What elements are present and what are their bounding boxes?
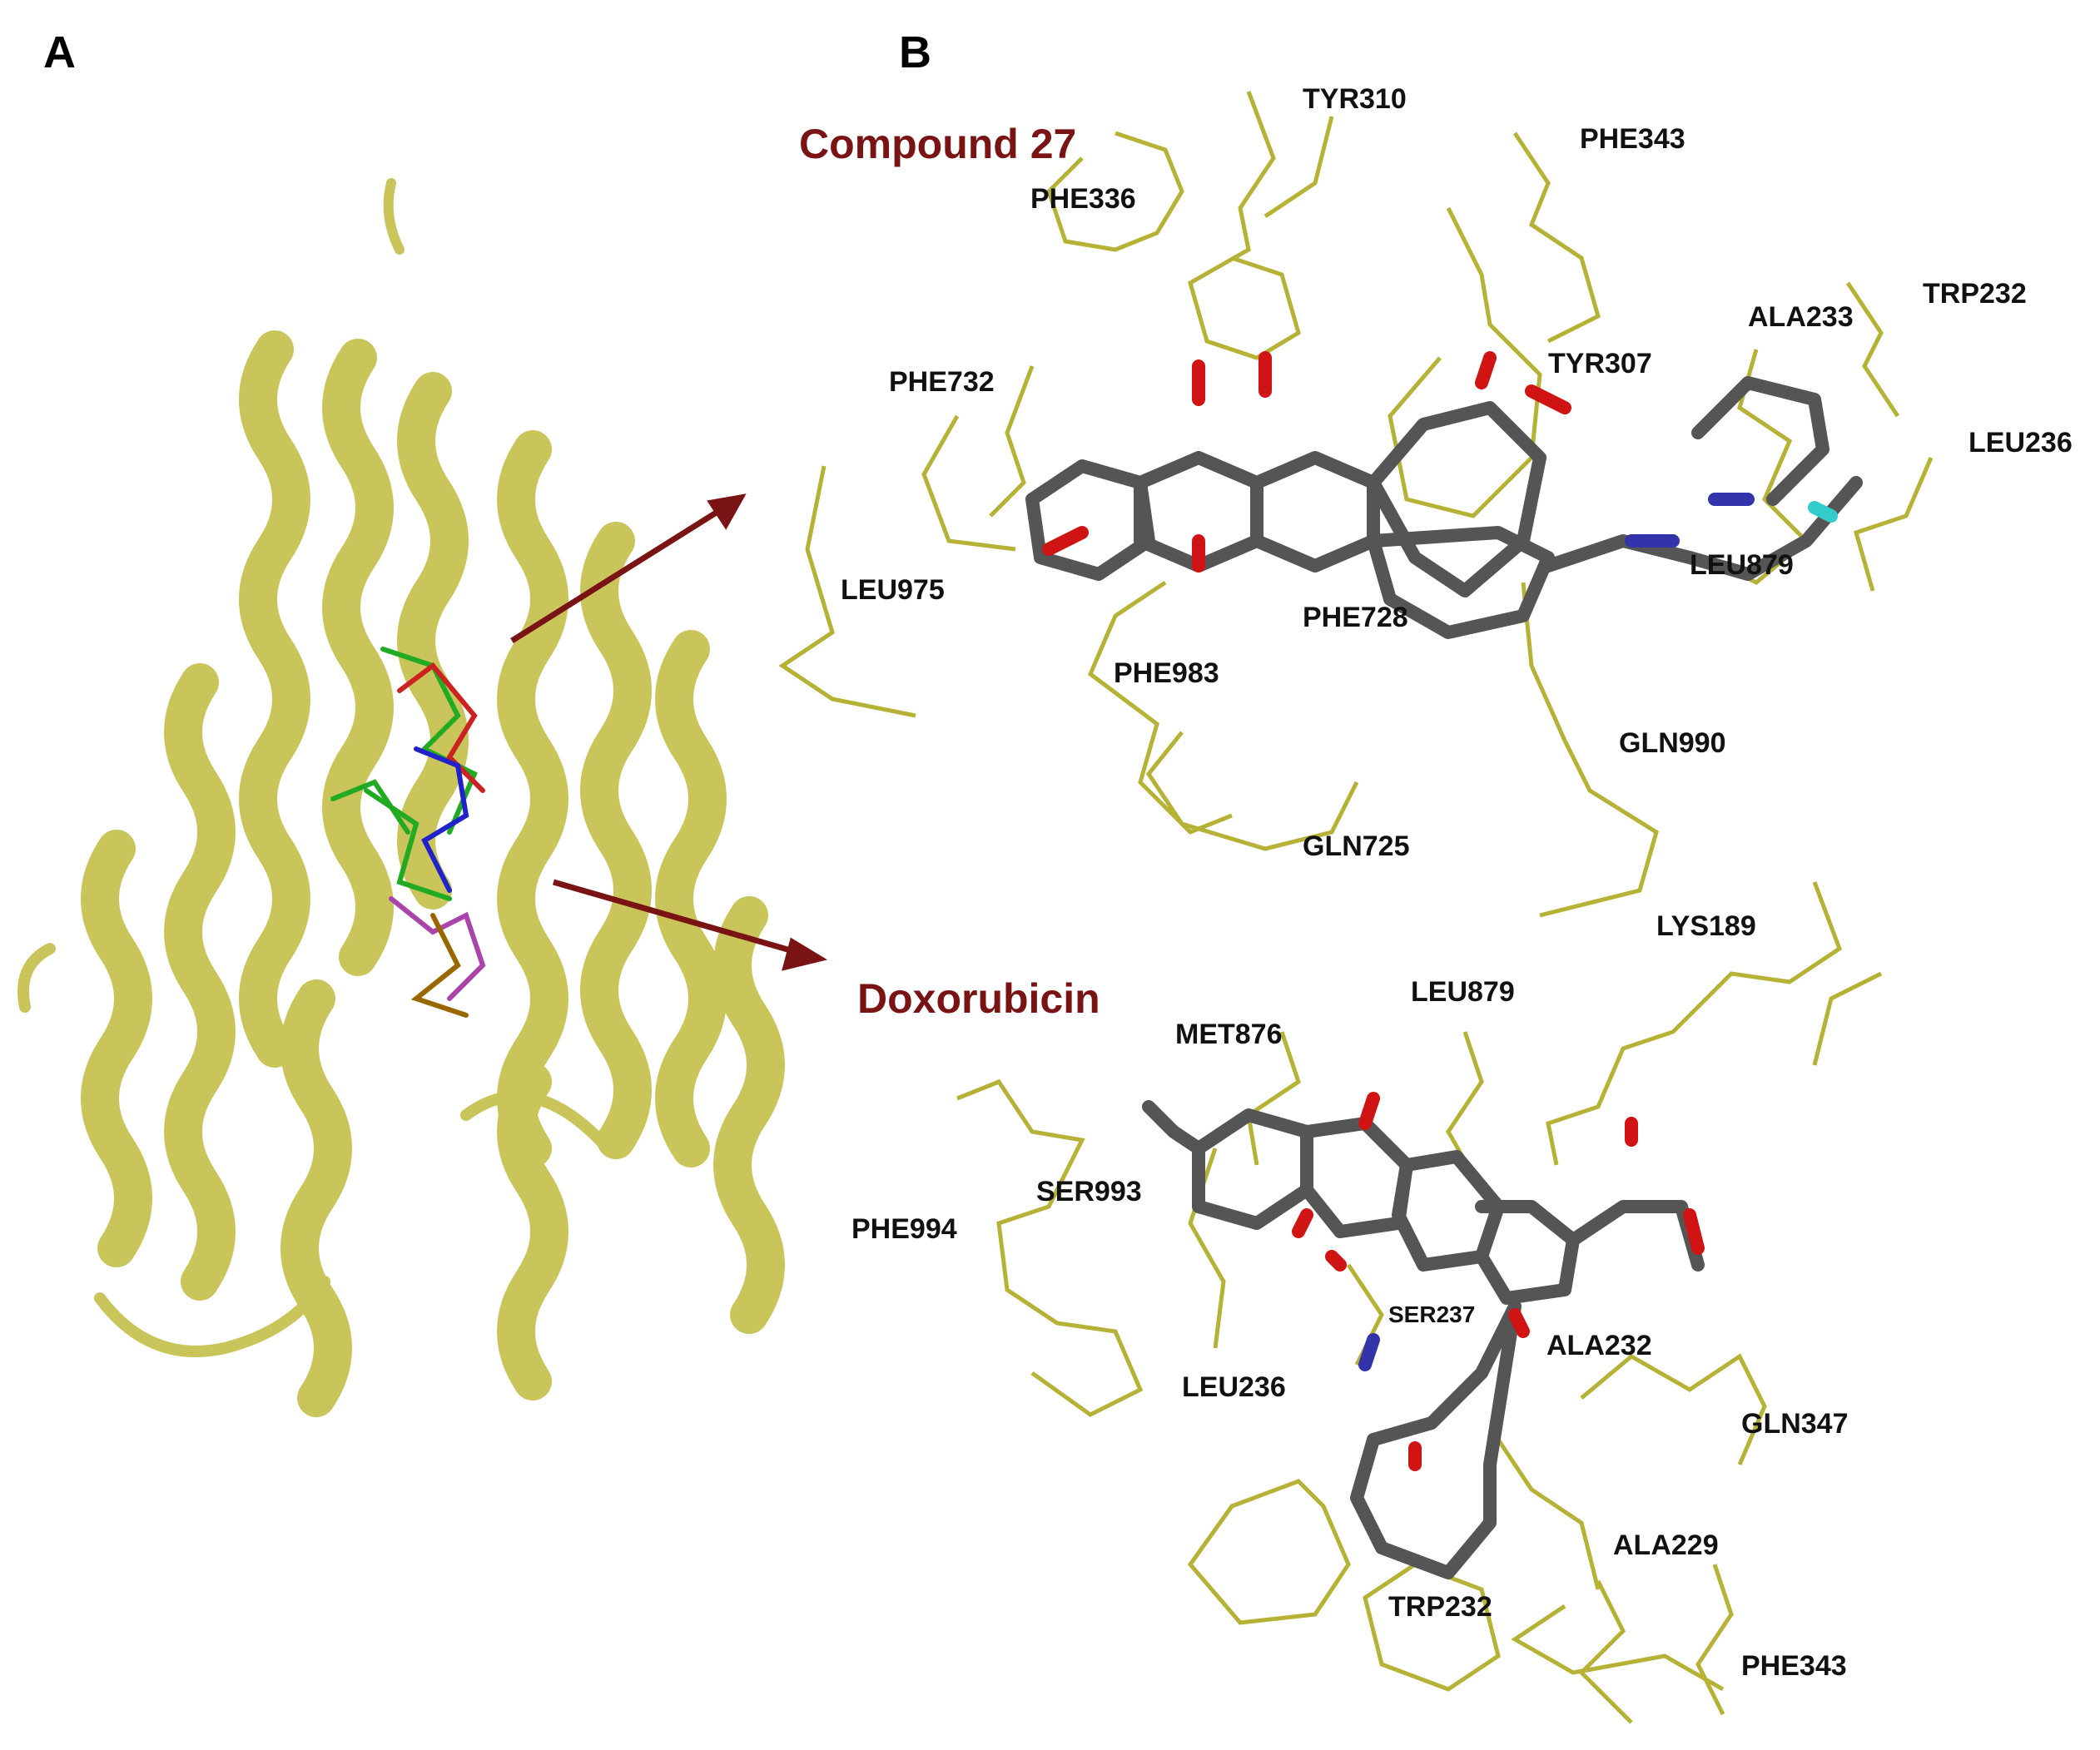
helix-6 [655,630,727,1167]
helix-2 [322,339,394,976]
helix-8 [81,830,152,1267]
residue-label: PHE983 [1114,657,1219,689]
residue-label: TRP232 [1388,1591,1492,1623]
panel-label-a: A [43,27,76,77]
residue-label: PHE994 [851,1213,957,1245]
residue-label: LEU236 [1968,427,2073,459]
loop-4 [17,943,56,1013]
residue-label: GLN347 [1741,1408,1849,1440]
helix-5 [580,522,652,1159]
loop-3 [460,1090,613,1154]
residue-label: MET876 [1175,1019,1283,1050]
panel-label-b: B [899,27,931,77]
residue-label: TYR307 [1548,348,1652,379]
loop-1 [383,178,405,255]
residue-label: PHE343 [1741,1650,1847,1682]
helix-4 [497,430,568,1167]
helix-3 [397,372,469,910]
residue-label: GLN990 [1619,727,1726,759]
residue-label: PHE728 [1303,602,1408,633]
loop-2 [94,1276,330,1357]
residue-label: PHE336 [1030,183,1136,215]
residue-label: ALA232 [1546,1330,1652,1361]
helix-7 [164,663,236,1301]
arrow-to-compound27 [510,505,726,643]
helix-11 [497,1063,568,1400]
residue-label: GLN725 [1303,830,1410,862]
doxorubicin-title: Doxorubicin [857,975,1100,1022]
residue-label: LEU975 [841,574,945,606]
helix-10 [280,979,352,1417]
residue-label: TYR310 [1303,83,1407,115]
residue-label: PHE343 [1580,123,1685,155]
residue-label: PHE732 [889,366,995,398]
helix-9 [713,896,785,1334]
residue-label: ALA229 [1613,1529,1719,1561]
helix-1 [239,330,310,1068]
residue-label: LEU879 [1690,549,1794,581]
residue-label: LYS189 [1656,910,1756,942]
residue-label: ALA233 [1748,301,1854,333]
compound27-ligand [1025,351,1863,639]
compound27-title: Compound 27 [799,121,1077,167]
compound27-residue-sticks [778,91,1934,918]
residue-label: SER993 [1036,1176,1142,1207]
residue-label: SER237 [1388,1301,1476,1327]
residue-label: TRP232 [1923,278,2027,310]
residue-label: LEU236 [1182,1371,1286,1403]
arrow-to-doxorubicin [553,879,800,956]
residue-label: LEU879 [1411,976,1515,1008]
protein-helices [17,178,785,1417]
pointer-arrows [510,493,828,971]
ligand-cluster [330,647,486,1018]
doxorubicin-ligand [1142,1092,1705,1579]
